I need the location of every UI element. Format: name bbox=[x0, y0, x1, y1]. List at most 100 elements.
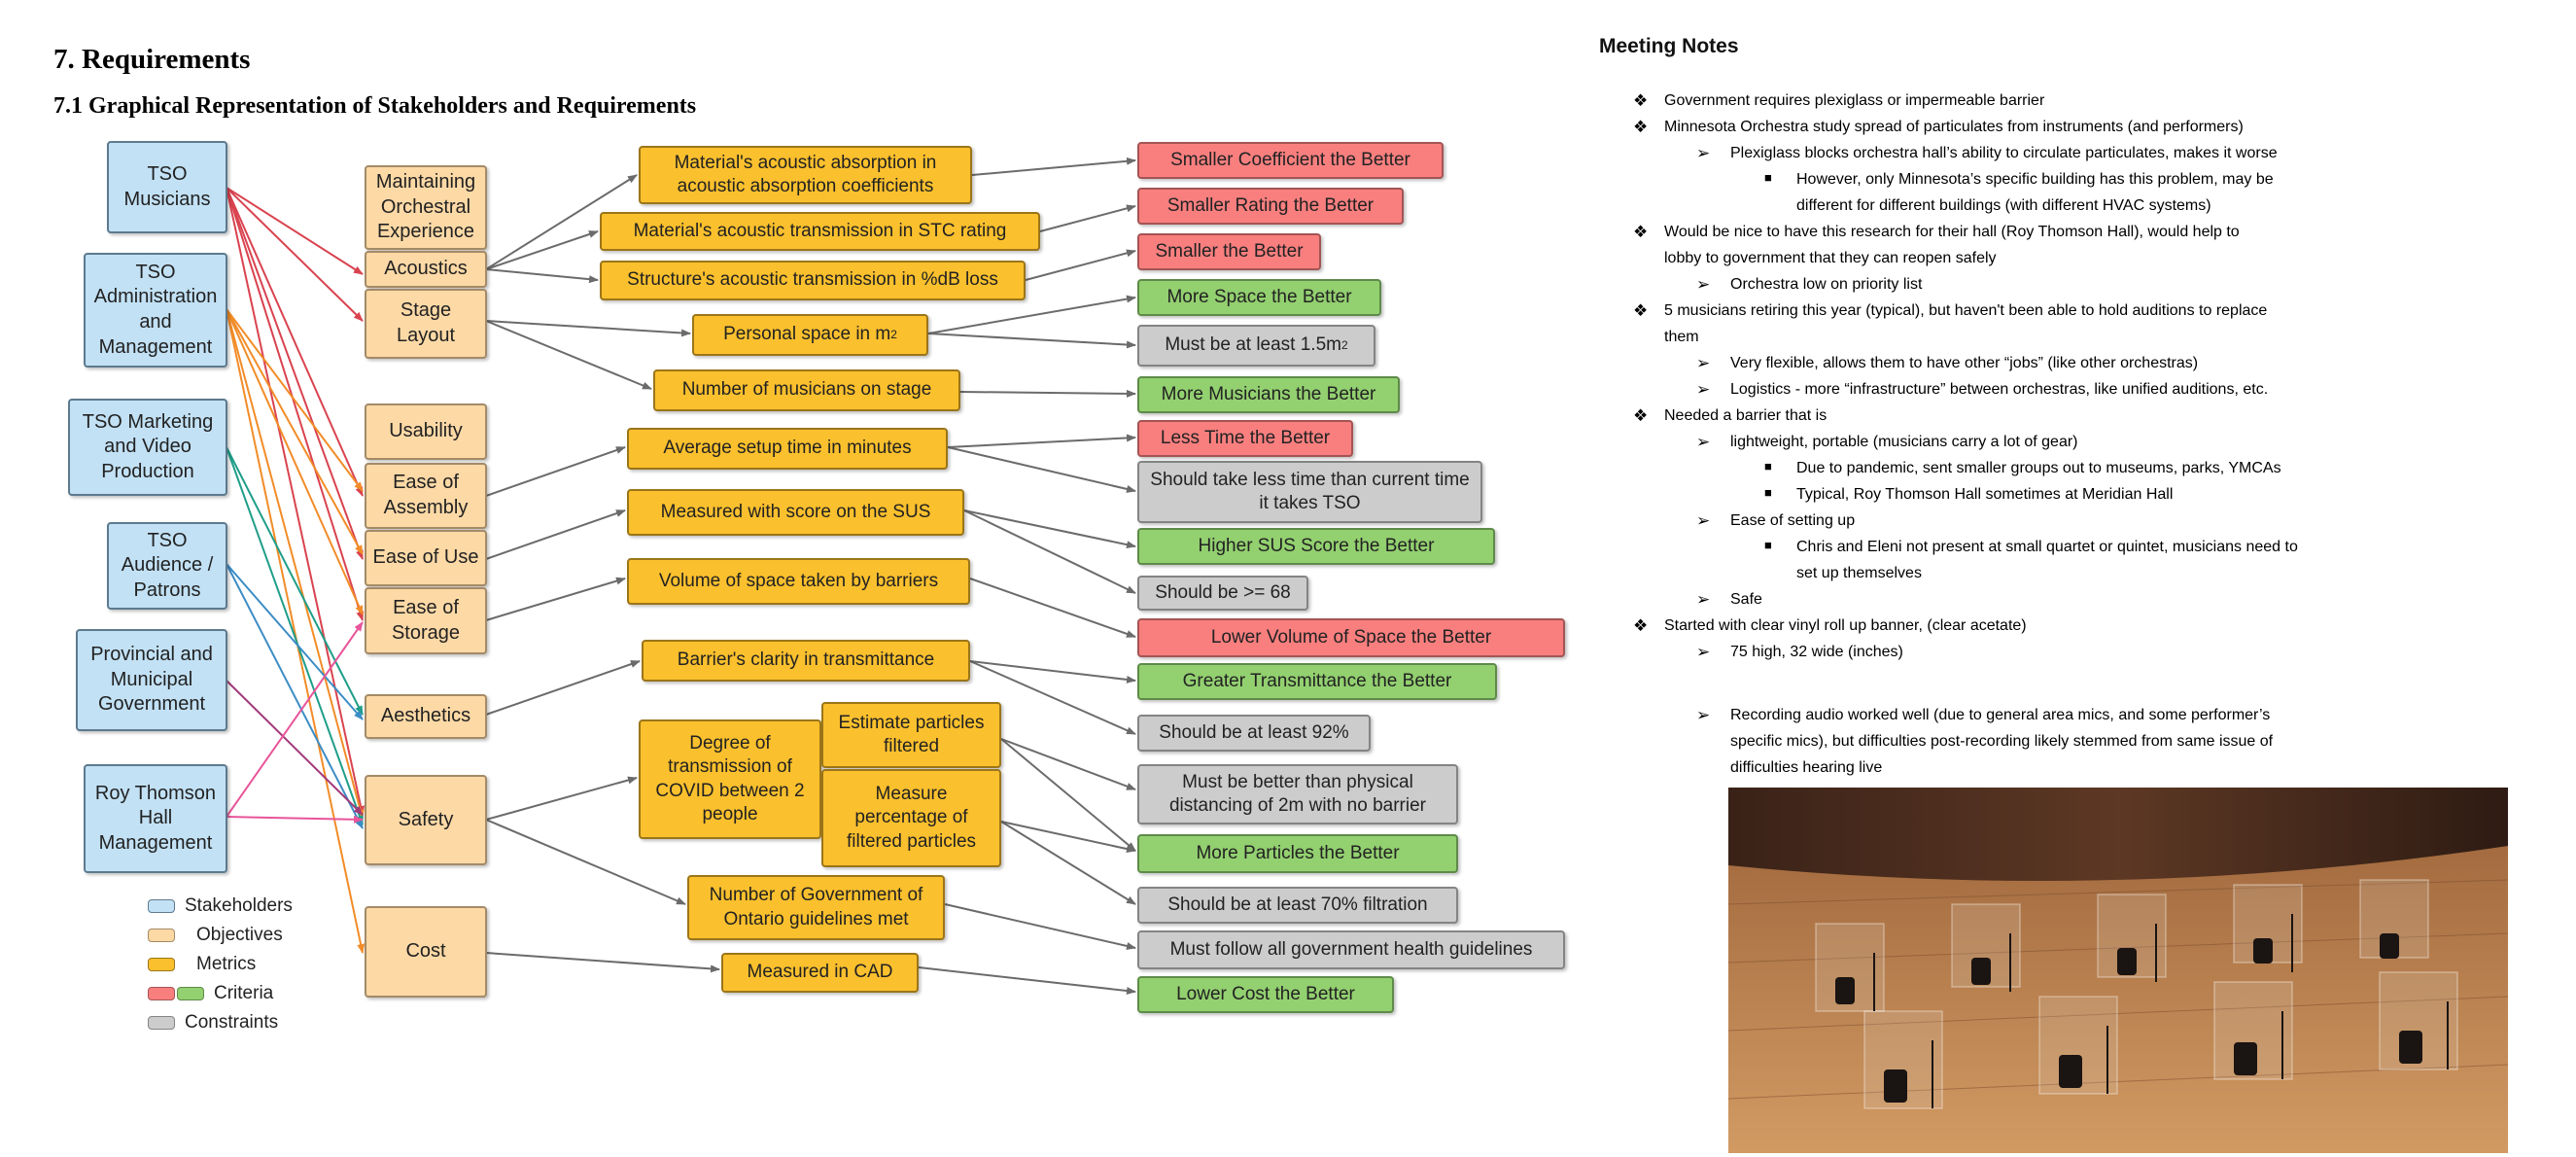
objective-ease-of-use: Ease of Use bbox=[365, 530, 487, 586]
note-line: Typical, Roy Thomson Hall sometimes at M… bbox=[1796, 486, 2174, 503]
metric-clarity: Barrier's clarity in transmittance bbox=[642, 640, 970, 682]
metric-absorption: Material's acoustic absorption in acoust… bbox=[639, 146, 972, 204]
criteria-smaller: Smaller the Better bbox=[1137, 233, 1321, 270]
diamond-bullet-icon: ❖ bbox=[1633, 118, 1649, 136]
gray-edges bbox=[485, 157, 1136, 995]
criteria-less-time: Less Time the Better bbox=[1137, 420, 1353, 457]
stakeholder-tso-administration: TSO Administration and Management bbox=[84, 253, 227, 368]
stakeholder-tso-audience: TSO Audience / Patrons bbox=[107, 522, 227, 610]
subsection-heading: 7.1 Graphical Representation of Stakehol… bbox=[53, 93, 697, 119]
objective-acoustics: Acoustics bbox=[365, 251, 487, 288]
criteria-lower-cost: Lower Cost the Better bbox=[1137, 976, 1394, 1013]
metric-volume-of-space: Volume of space taken by barriers bbox=[627, 558, 970, 605]
legend-swatch-objectives bbox=[148, 929, 175, 942]
note-line: Plexiglass blocks orchestra hall’s abili… bbox=[1730, 145, 2278, 161]
criteria-more-musicians: More Musicians the Better bbox=[1137, 376, 1400, 413]
constraint-government-guidelines: Must follow all government health guidel… bbox=[1137, 930, 1565, 969]
constraint-filtration: Should be at least 70% filtration bbox=[1137, 887, 1458, 924]
objective-orchestral-experience: Maintaining Orchestral Experience bbox=[365, 165, 487, 250]
note-line: 75 high, 32 wide (inches) bbox=[1730, 644, 1903, 660]
legend-metrics: Metrics bbox=[148, 953, 256, 976]
arrow-bullet-icon: ➢ bbox=[1696, 380, 1711, 399]
note-line: set up themselves bbox=[1796, 565, 1922, 581]
criteria-more-space: More Space the Better bbox=[1137, 279, 1381, 316]
stakeholder-tso-marketing: TSO Marketing and Video Production bbox=[68, 399, 227, 496]
arrow-bullet-icon: ➢ bbox=[1696, 590, 1711, 609]
stakeholder-tso-musicians: TSO Musicians bbox=[107, 141, 227, 233]
metric-setup-time: Average setup time in minutes bbox=[627, 428, 948, 470]
section-heading: 7. Requirements bbox=[53, 44, 251, 75]
note-line: Logistics - more “infrastructure” betwee… bbox=[1730, 381, 2269, 398]
constraint-distancing: Must be better than physical distancing … bbox=[1137, 764, 1458, 824]
arrow-bullet-icon: ➢ bbox=[1696, 275, 1711, 294]
metric-measure-percentage: Measure percentage of filtered particles bbox=[821, 769, 1001, 867]
note-line: them bbox=[1664, 329, 1699, 345]
legend-criteria: Criteria bbox=[148, 982, 273, 1005]
note-line: Orchestra low on priority list bbox=[1730, 276, 1923, 293]
note-line: However, only Minnesota’s specific build… bbox=[1796, 171, 2274, 188]
arrow-bullet-icon: ➢ bbox=[1696, 433, 1711, 451]
meeting-notes-title: Meeting Notes bbox=[1599, 35, 1739, 57]
note-line: Needed a barrier that is bbox=[1664, 407, 1828, 424]
note-line: Government requires plexiglass or imperm… bbox=[1664, 92, 2045, 109]
stakeholder-government: Provincial and Municipal Government bbox=[76, 629, 227, 731]
constraint-setup-time: Should take less time than current time … bbox=[1137, 461, 1482, 523]
criteria-higher-sus: Higher SUS Score the Better bbox=[1137, 528, 1495, 565]
note-line: difficulties hearing live bbox=[1730, 759, 1883, 776]
meeting-notes: Meeting Notes bbox=[1599, 35, 2532, 86]
legend-objectives: Objectives bbox=[148, 924, 283, 947]
note-line: 5 musicians retiring this year (typical)… bbox=[1664, 302, 2268, 319]
arrow-bullet-icon: ➢ bbox=[1696, 706, 1711, 724]
criteria-smaller-rating: Smaller Rating the Better bbox=[1137, 188, 1404, 225]
objective-ease-of-assembly: Ease of Assembly bbox=[365, 463, 487, 529]
legend-constraints: Constraints bbox=[148, 1011, 278, 1034]
objective-ease-of-storage: Ease of Storage bbox=[365, 587, 487, 654]
note-line: Safe bbox=[1730, 591, 1762, 608]
arrow-bullet-icon: ➢ bbox=[1696, 511, 1711, 530]
constraint-clarity-min: Should be at least 92% bbox=[1137, 715, 1371, 752]
note-line: Very flexible, allows them to have other… bbox=[1730, 355, 2199, 371]
legend-swatch-criteria-red bbox=[148, 987, 175, 1000]
legend-swatch-constraints bbox=[148, 1016, 175, 1030]
arrow-bullet-icon: ➢ bbox=[1696, 354, 1711, 372]
legend-swatch-stakeholders bbox=[148, 899, 175, 913]
criteria-more-particles: More Particles the Better bbox=[1137, 834, 1458, 873]
metric-estimate-particles: Estimate particles filtered bbox=[821, 702, 1001, 768]
legend-swatch-metrics bbox=[148, 958, 175, 971]
square-bullet-icon: ■ bbox=[1764, 485, 1772, 500]
legend-swatch-criteria-green bbox=[177, 987, 204, 1000]
arrow-bullet-icon: ➢ bbox=[1696, 643, 1711, 661]
note-line: Due to pandemic, sent smaller groups out… bbox=[1796, 460, 2281, 476]
objective-cost: Cost bbox=[365, 906, 487, 998]
note-line: lobby to government that they can reopen… bbox=[1664, 250, 1997, 266]
square-bullet-icon: ■ bbox=[1764, 170, 1772, 185]
square-bullet-icon: ■ bbox=[1764, 538, 1772, 552]
criteria-lower-volume: Lower Volume of Space the Better bbox=[1137, 618, 1565, 657]
note-line: specific mics), but difficulties post-re… bbox=[1730, 733, 2274, 750]
objective-safety: Safety bbox=[365, 775, 487, 865]
constraint-sus-min: Should be >= 68 bbox=[1137, 576, 1308, 611]
note-line: Ease of setting up bbox=[1730, 512, 1856, 529]
stakeholder-roy-thomson-hall: Roy Thomson Hall Management bbox=[84, 764, 227, 873]
stage-photo-illustration bbox=[1728, 788, 2508, 1153]
diamond-bullet-icon: ❖ bbox=[1633, 91, 1649, 110]
metric-musicians-on-stage: Number of musicians on stage bbox=[653, 369, 960, 411]
objective-aesthetics: Aesthetics bbox=[365, 694, 487, 739]
metric-sus-score: Measured with score on the SUS bbox=[627, 489, 964, 536]
square-bullet-icon: ■ bbox=[1764, 459, 1772, 473]
criteria-greater-transmittance: Greater Transmittance the Better bbox=[1137, 663, 1497, 700]
note-line: Chris and Eleni not present at small qua… bbox=[1796, 539, 2298, 555]
requirements-diagram-edges bbox=[226, 157, 1136, 995]
diamond-bullet-icon: ❖ bbox=[1633, 406, 1649, 425]
note-line: lightweight, portable (musicians carry a… bbox=[1730, 434, 2078, 450]
note-line: Started with clear vinyl roll up banner,… bbox=[1664, 617, 2027, 634]
note-line: Minnesota Orchestra study spread of part… bbox=[1664, 119, 2244, 135]
metric-degree-of-transmission: Degree of transmission of COVID between … bbox=[639, 719, 821, 839]
metric-structure-transmission: Structure's acoustic transmission in %dB… bbox=[600, 261, 1026, 300]
diamond-bullet-icon: ❖ bbox=[1633, 616, 1649, 635]
metric-transmission-stc: Material's acoustic transmission in STC … bbox=[600, 212, 1040, 251]
objective-stage-layout: Stage Layout bbox=[365, 289, 487, 359]
legend-stakeholders: Stakeholders bbox=[148, 894, 293, 918]
